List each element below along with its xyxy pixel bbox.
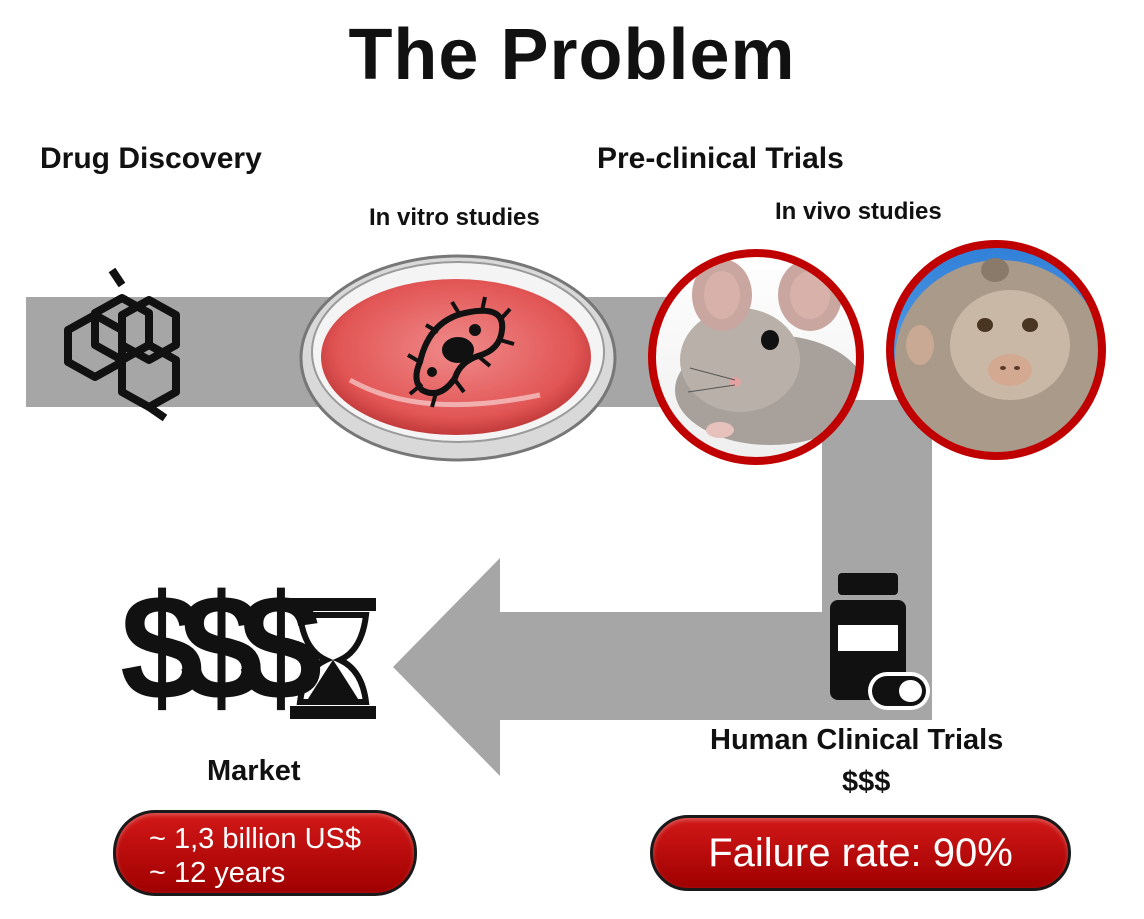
failure-rate-text: Failure rate: 90%: [708, 831, 1013, 875]
molecule-icon: [64, 267, 180, 422]
monkey-photo: [886, 240, 1106, 460]
market-cost-badge: ~ 1,3 billion US$ ~ 12 years: [113, 810, 417, 896]
pill-bottle-icon: [830, 573, 930, 710]
mouse-photo: [648, 249, 864, 465]
clinical-cost-label: $$$: [842, 766, 891, 798]
dollar-signs-icon: $$$: [120, 563, 322, 731]
human-clinical-trials-label: Human Clinical Trials: [710, 724, 1004, 756]
preclinical-trials-label: Pre-clinical Trials: [597, 142, 844, 175]
page-title: The Problem: [348, 15, 796, 95]
drug-discovery-label: Drug Discovery: [40, 142, 262, 175]
market-cost-line: ~ 1,3 billion US$: [149, 823, 361, 855]
bacteria-icon: [406, 296, 515, 408]
market-time-line: ~ 12 years: [149, 857, 286, 889]
in-vitro-label: In vitro studies: [369, 204, 540, 231]
hourglass-icon: [290, 598, 376, 719]
track-arrowhead: [393, 558, 500, 776]
in-vivo-label: In vivo studies: [775, 198, 942, 225]
market-label: Market: [207, 755, 301, 787]
failure-rate-badge: Failure rate: 90%: [650, 815, 1071, 891]
